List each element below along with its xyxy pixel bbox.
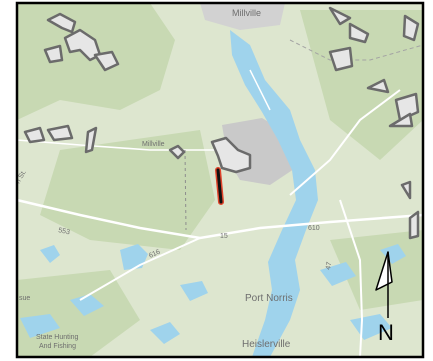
- map-frame-border: [15, 1, 425, 359]
- label-heislerville: Heislerville: [242, 339, 291, 350]
- roads: [16, 39, 424, 358]
- label-and-fishing: And Fishing: [39, 343, 76, 350]
- conservation-parcels: [23, 6, 420, 240]
- label-route-553: 553: [58, 227, 71, 236]
- north-arrow-label: N: [378, 320, 394, 345]
- label-route-47: 47: [325, 261, 333, 270]
- label-route-15: 15: [220, 233, 228, 240]
- label-route-616: 616: [148, 248, 162, 259]
- label-route-610: 610: [308, 225, 320, 232]
- forest-areas: [17, 3, 423, 357]
- project-location-line: [216, 168, 223, 204]
- label-edge-left: sue: [19, 295, 30, 302]
- north-arrow: N: [375, 251, 394, 345]
- label-port-norris: Port Norris: [245, 293, 293, 304]
- water-features: [20, 30, 406, 357]
- label-millville-area: Millville: [142, 141, 165, 148]
- route-labels: 553 616 15 610 47: [58, 225, 334, 270]
- label-state-hunting: State Hunting: [36, 334, 79, 341]
- label-millville-town: Millville: [232, 8, 261, 18]
